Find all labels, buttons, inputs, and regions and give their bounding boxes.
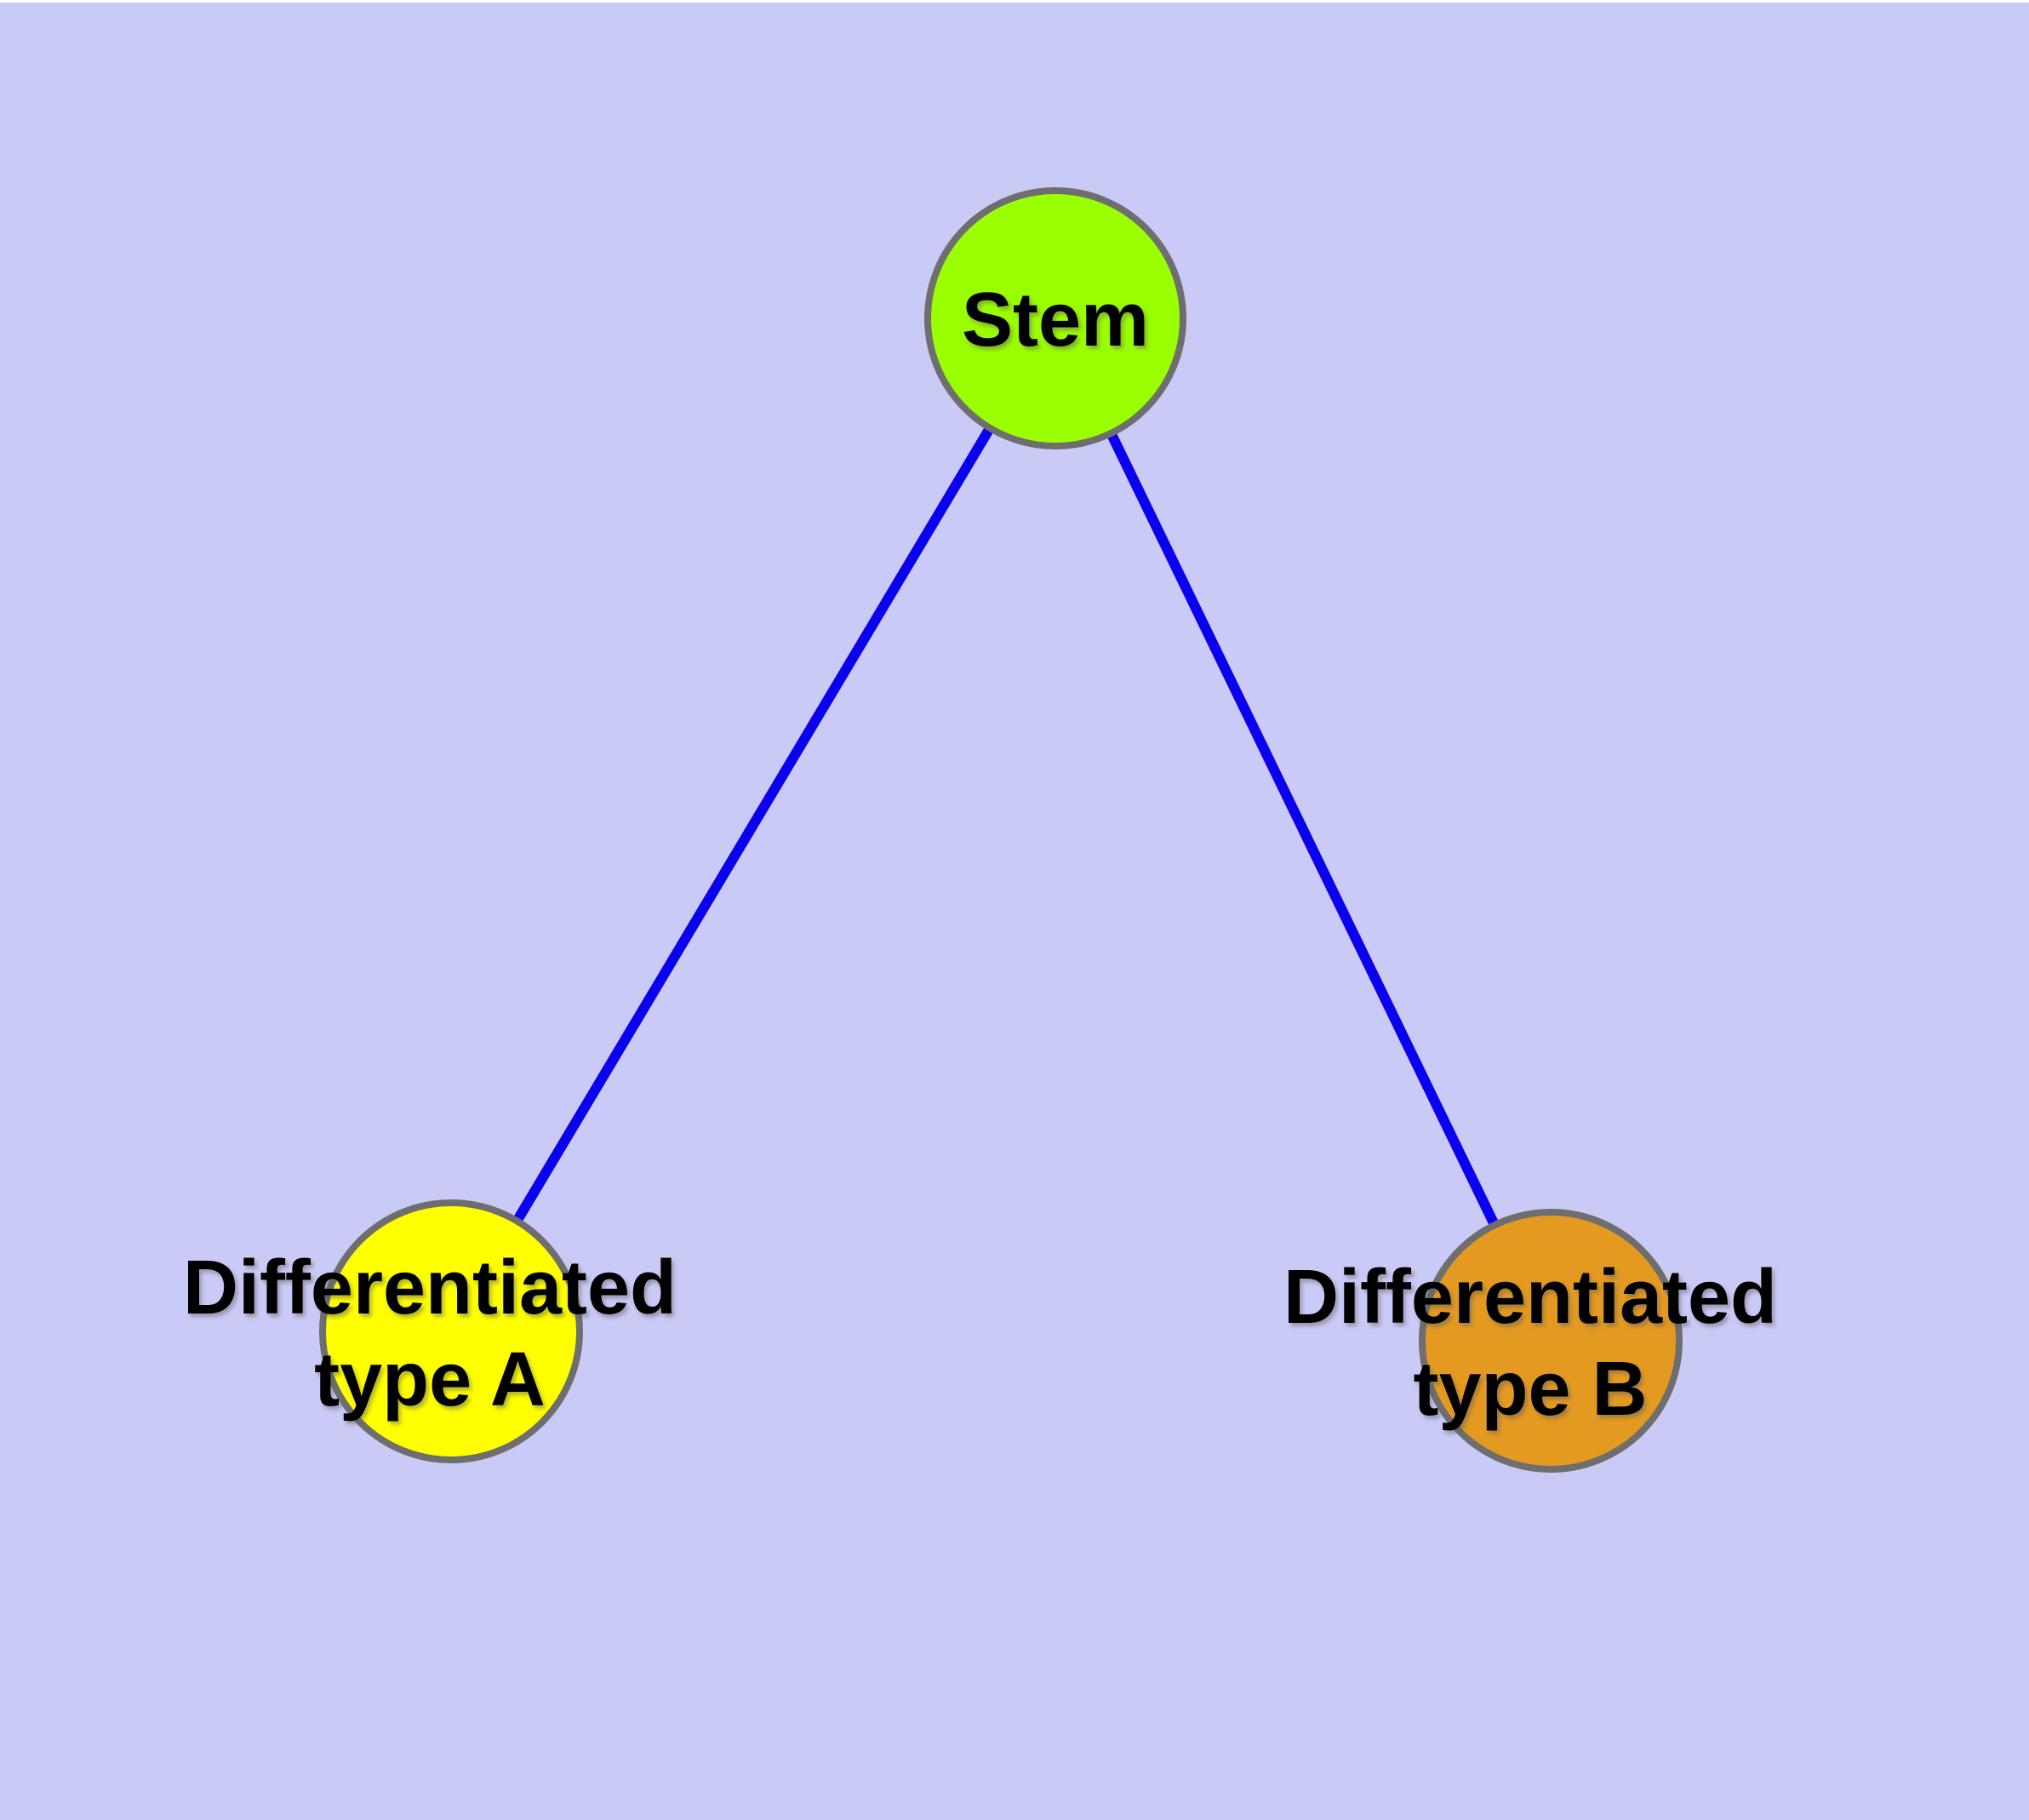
- edge-group: [446, 315, 1556, 1343]
- node-group: [319, 187, 1683, 1473]
- node-label-group: Stem Differentiated type A Differentiate…: [183, 278, 1777, 1432]
- node-type-b-label-line1: Differentiated: [1283, 1255, 1777, 1340]
- edge-stem-to-type-a: [446, 315, 1060, 1335]
- node-stem-circle: [924, 187, 1186, 449]
- node-type-b-circle: [1419, 1209, 1683, 1473]
- node-type-b-label-line2: type B: [1413, 1347, 1647, 1432]
- node-type-a-label-line2: type A: [314, 1337, 546, 1422]
- node-stem-label: Stem: [962, 278, 1149, 363]
- node-type-a-circle: [319, 1199, 583, 1463]
- node-type-a-label-line1: Differentiated: [183, 1245, 677, 1331]
- edge-stem-to-type-b: [1050, 316, 1556, 1343]
